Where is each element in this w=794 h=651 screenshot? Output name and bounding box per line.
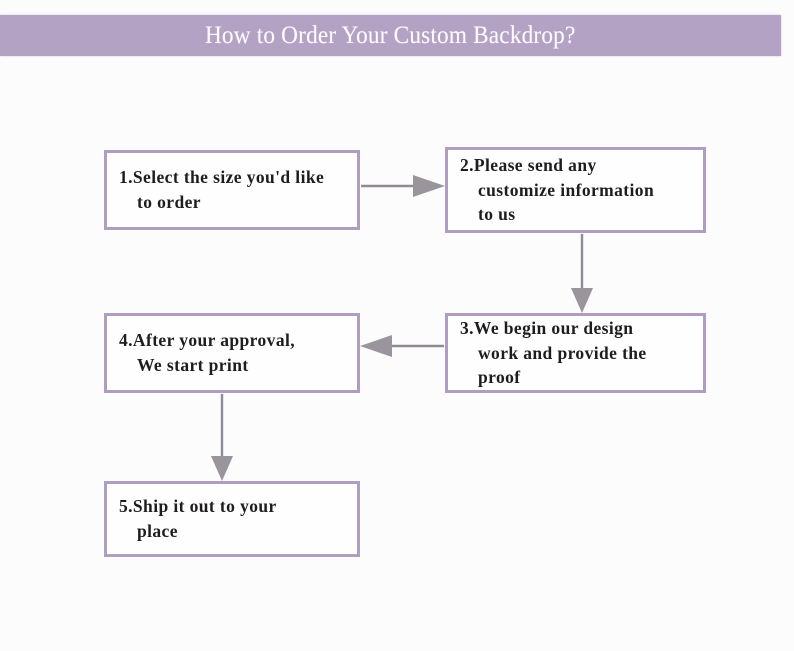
connector-step4-to-step5 xyxy=(211,394,233,481)
flow-step-2-box[interactable]: 2.Please send any customize information … xyxy=(445,147,706,233)
connector-step1-to-step2 xyxy=(361,175,445,197)
flow-step-3-label: 3.We begin our design work and provide t… xyxy=(460,317,647,388)
flow-step-5-box[interactable]: 5.Ship it out to your place xyxy=(104,481,360,557)
connector-step2-to-step3 xyxy=(571,234,593,313)
flow-step-2-label: 2.Please send any customize information … xyxy=(460,154,655,225)
flow-step-1-box[interactable]: 1.Select the size you'd like to order xyxy=(104,150,360,230)
page-title: How to Order Your Custom Backdrop? xyxy=(205,21,576,49)
header-banner: How to Order Your Custom Backdrop? xyxy=(0,15,781,56)
flow-step-1-label: 1.Select the size you'd like to order xyxy=(119,167,325,212)
flow-step-3-box[interactable]: 3.We begin our design work and provide t… xyxy=(445,313,706,393)
connector-step3-to-step4 xyxy=(360,335,444,357)
flow-step-5-label: 5.Ship it out to your place xyxy=(119,496,277,541)
flow-step-4-box[interactable]: 4.After your approval, We start print xyxy=(104,313,360,393)
flow-step-4-label: 4.After your approval, We start print xyxy=(119,330,296,375)
